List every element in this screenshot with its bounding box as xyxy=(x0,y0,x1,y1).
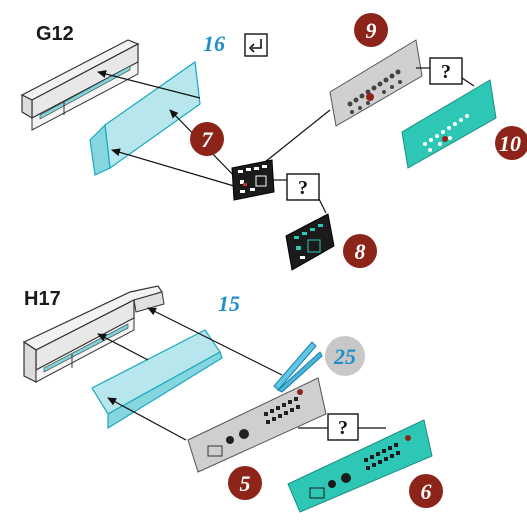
tweezers-icon xyxy=(273,341,323,393)
step-number-15: 15 xyxy=(218,291,240,316)
svg-text:?: ? xyxy=(338,417,348,439)
decal-number-8: 8 xyxy=(343,234,377,268)
svg-text:6: 6 xyxy=(421,479,432,504)
clear-part-top xyxy=(89,60,201,176)
arrow-decal7-to-clear xyxy=(111,148,235,187)
section-label-g12: G12 xyxy=(36,23,74,45)
decal-panel-6 xyxy=(287,419,433,513)
arrow-clear-to-housing xyxy=(97,70,201,99)
svg-text:9: 9 xyxy=(366,18,377,43)
decal-panel-7 xyxy=(231,159,275,201)
decal-number-25: 25 xyxy=(325,336,365,376)
svg-text:?: ? xyxy=(298,177,308,199)
decal-number-5: 5 xyxy=(228,466,262,500)
alternative-question-box-middle: ? xyxy=(286,173,320,201)
decal-number-10: 10 xyxy=(495,126,527,160)
decal-number-6: 6 xyxy=(409,474,443,508)
clear-part-bottom xyxy=(91,329,223,430)
decal-number-7: 7 xyxy=(190,122,224,156)
return-arrow-icon xyxy=(244,33,268,57)
svg-text:10: 10 xyxy=(499,131,521,156)
housing-frame-bottom xyxy=(22,285,165,383)
svg-text:5: 5 xyxy=(240,471,251,496)
decal-panel-8 xyxy=(285,213,335,271)
decal-panel-9 xyxy=(329,39,423,127)
housing-frame-top xyxy=(20,39,140,131)
svg-text:7: 7 xyxy=(202,127,214,152)
decal-panel-10 xyxy=(401,79,497,169)
arrow-clear-to-housing-bottom xyxy=(97,333,149,361)
svg-text:?: ? xyxy=(441,61,451,83)
step-number-16: 16 xyxy=(203,31,225,56)
alternative-question-box-bottom: ? xyxy=(327,413,359,441)
arrow-tweezers-to-housing xyxy=(147,307,283,376)
section-label-h17: H17 xyxy=(24,288,61,310)
svg-text:25: 25 xyxy=(333,344,356,369)
svg-text:8: 8 xyxy=(355,239,366,264)
decal-panel-5 xyxy=(187,377,327,473)
arrow-decal5-to-clear xyxy=(107,397,187,441)
decal-number-9: 9 xyxy=(354,13,388,47)
connector-line xyxy=(461,77,475,87)
alternative-question-box-top: ? xyxy=(429,57,463,85)
